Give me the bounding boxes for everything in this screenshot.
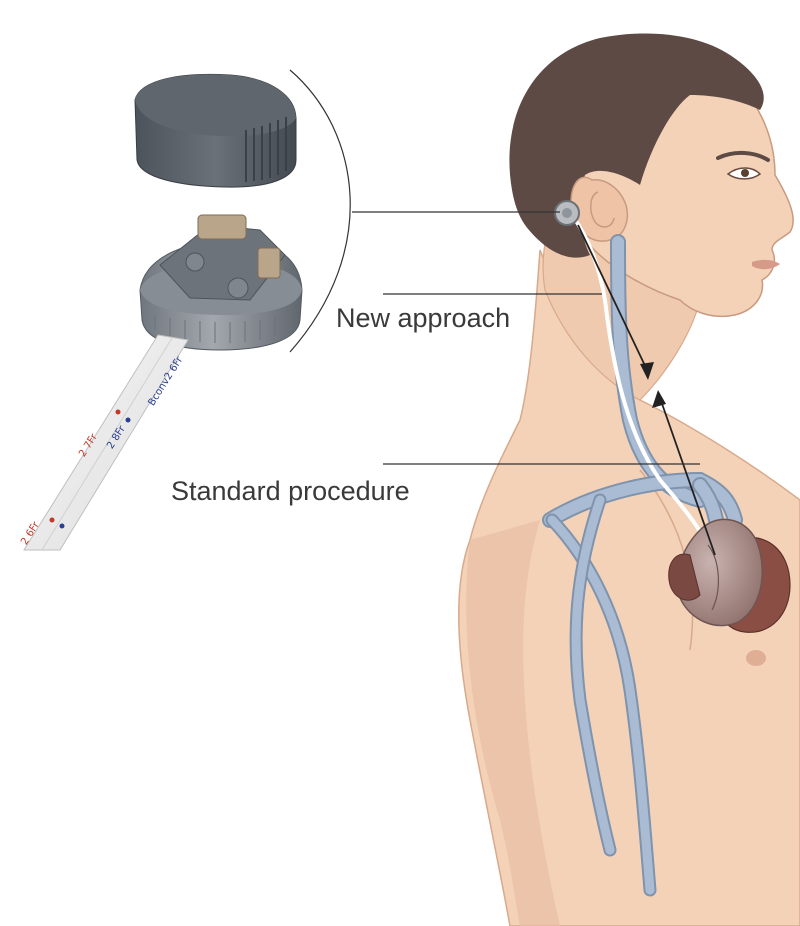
arrow-standard-procedure <box>659 397 716 556</box>
nipple <box>746 650 766 666</box>
ear-inner <box>590 191 615 228</box>
ear <box>570 176 629 242</box>
device-cap <box>134 73 297 188</box>
magnifier-arc <box>289 69 351 353</box>
device-closeup <box>23 73 303 551</box>
new-approach-label: New approach <box>336 303 511 333</box>
callout-lines <box>289 69 700 465</box>
arm-shadow <box>466 520 560 926</box>
standard-procedure-label: Standard procedure <box>171 476 410 506</box>
eyebrow <box>716 151 770 162</box>
iris <box>741 169 749 177</box>
catheter-tube <box>23 334 189 551</box>
device-base <box>139 214 303 351</box>
heart <box>668 518 791 633</box>
arrow-new-approach <box>577 224 649 373</box>
ear-port-implant <box>554 200 580 226</box>
patient-figure <box>458 33 800 926</box>
heart-atrium <box>668 553 701 601</box>
direction-arrows <box>577 224 716 556</box>
lips <box>752 259 780 270</box>
